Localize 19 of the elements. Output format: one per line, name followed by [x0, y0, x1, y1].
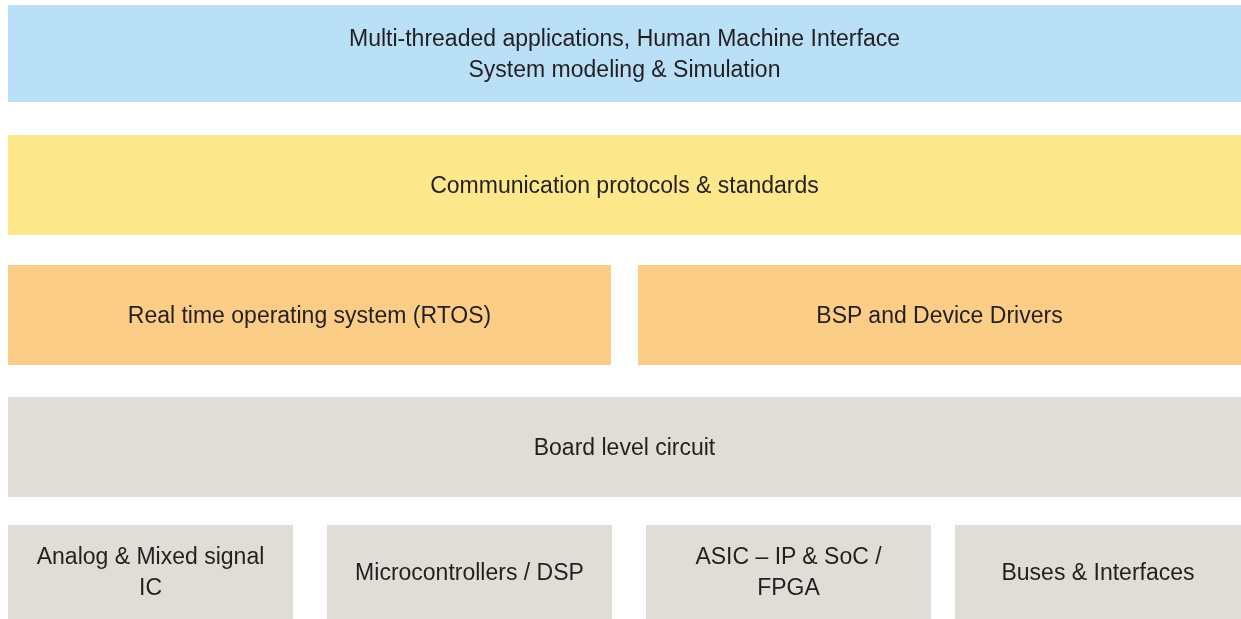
layer-box	[8, 265, 611, 365]
layer-box	[8, 525, 293, 619]
layer-box	[8, 397, 1241, 497]
layer-label: Board level circuit	[533, 432, 716, 462]
layer-label: Multi-threaded applications, Human Machine Interface	[349, 23, 900, 53]
layer-label: Analog & Mixed signal IC	[35, 542, 266, 602]
layer-box	[646, 525, 931, 619]
layer-box	[638, 265, 1241, 365]
layer-label: ASIC – IP & SoC / FPGA	[694, 542, 883, 602]
layer-box	[8, 5, 1241, 102]
layer-label: Real time operating system (RTOS)	[127, 300, 492, 330]
layer-label: System modeling & Simulation	[468, 54, 781, 84]
layer-label: BSP and Device Drivers	[816, 300, 1063, 330]
layer-box	[955, 525, 1241, 619]
layer-label: Buses & Interfaces	[1001, 557, 1195, 587]
layer-box	[8, 135, 1241, 235]
layer-label: Communication protocols & standards	[430, 170, 819, 200]
layer-label: Microcontrollers / DSP	[355, 557, 584, 587]
layer-box	[327, 525, 612, 619]
